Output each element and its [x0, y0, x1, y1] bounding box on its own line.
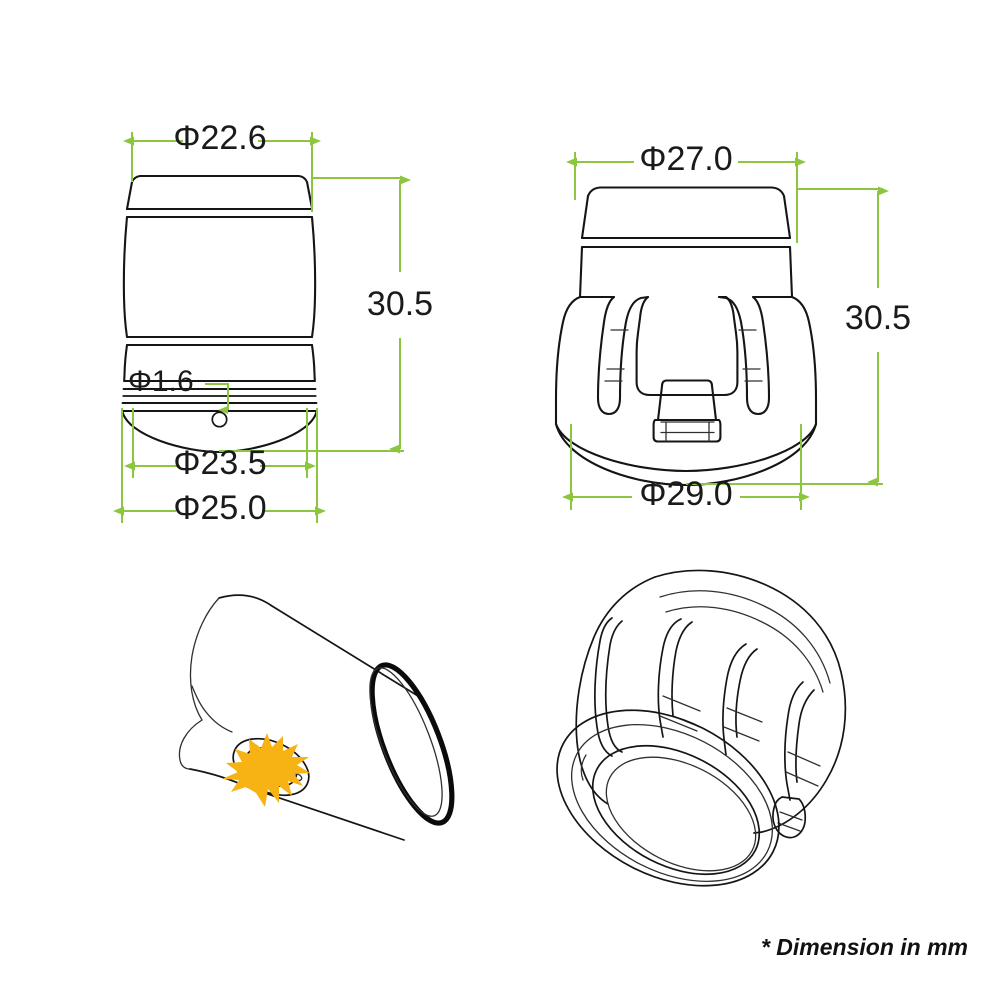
dimension-label-phi27-0: Φ27.0: [639, 140, 732, 178]
dimension-label-phi25-0: Φ25.0: [173, 489, 266, 527]
dimension-label-phi23-5: Φ23.5: [173, 444, 266, 482]
front-elevation-view: Φ22.6 30.5 Φ1.6 Φ23.5: [113, 119, 433, 527]
tube-inner-rim: [369, 667, 443, 817]
callout-phi1-6: Φ1.6: [128, 365, 229, 414]
footnote-dimension-units: * Dimension in mm: [761, 934, 968, 960]
dimension-phi23-5: Φ23.5: [124, 408, 316, 482]
dimension-phi29-0: Φ29.0: [562, 424, 810, 513]
dimension-phi27-0: Φ27.0: [566, 140, 806, 243]
isometric-cap-view: [556, 569, 847, 887]
dimension-label-height-right: 30.5: [845, 299, 911, 337]
dimension-label-height-left: 30.5: [367, 285, 433, 323]
dimension-phi25-0: Φ25.0: [113, 408, 326, 527]
side-view-body: [554, 186, 818, 487]
isometric-tube-view: [178, 594, 455, 841]
cap-inner-bore: [591, 744, 761, 876]
dimension-height-30-5-left: 30.5: [219, 175, 433, 454]
front-view-body: [121, 174, 318, 454]
dimension-label-phi29-0: Φ29.0: [639, 475, 732, 513]
tube-front-rim: [369, 662, 455, 826]
dimension-label-phi1-6: Φ1.6: [128, 365, 194, 398]
side-elevation-view: Φ27.0 30.5 Φ29.0: [554, 140, 911, 513]
vent-hole-highlight: [222, 733, 310, 807]
dimension-height-30-5-right: 30.5: [686, 186, 911, 487]
dimension-label-phi22-6: Φ22.6: [173, 119, 266, 157]
cap-mid-rim: [570, 723, 774, 883]
cap-bore-shadow: [605, 756, 757, 872]
vent-hole: [211, 411, 228, 428]
cap-outer-rim: [556, 709, 780, 887]
dimension-phi22-6: Φ22.6: [123, 119, 321, 212]
